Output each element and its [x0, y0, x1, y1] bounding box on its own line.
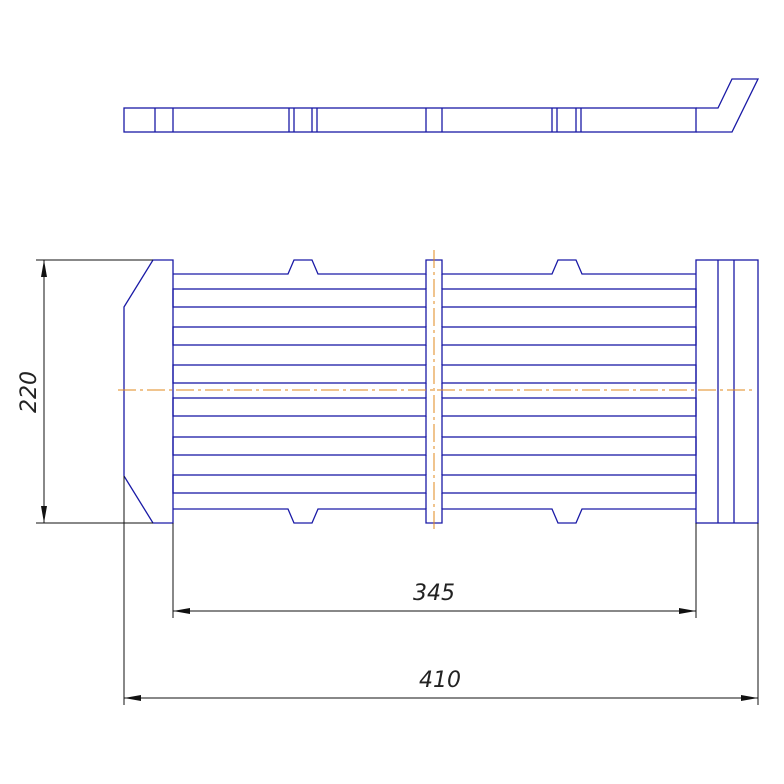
height-dimension: 220: [17, 259, 153, 524]
arrow-head: [679, 608, 696, 614]
overall-width-dimension: 410: [123, 476, 759, 705]
overall-width-dimension-label: 410: [419, 668, 461, 693]
inner-width-dimension: 345: [172, 523, 697, 618]
side-view-bar: [123, 107, 697, 133]
center-rib: [425, 274, 443, 509]
grate-slot: [441, 397, 697, 417]
height-dimension-label: 220: [17, 371, 42, 413]
inner-width-dimension-label: 345: [413, 581, 455, 606]
arrow-head: [124, 695, 141, 701]
grate-slot: [172, 326, 427, 346]
plan-view: [118, 250, 759, 533]
side-view-separators: [154, 108, 582, 132]
grate-slot: [172, 288, 427, 308]
arrow-head: [741, 695, 758, 701]
grate-slot: [441, 288, 697, 308]
left-end-piece: [123, 259, 174, 524]
grate-slot: [441, 436, 697, 456]
side-view: [123, 78, 760, 133]
grate-slot: [172, 364, 427, 384]
right-end-piece: [695, 259, 759, 524]
grate-slots-right: [441, 288, 697, 494]
grate-slot: [441, 474, 697, 494]
arrow-head: [41, 260, 47, 277]
arrow-head: [41, 506, 47, 523]
arrow-head: [173, 608, 190, 614]
grate-slot: [172, 397, 427, 417]
side-view-hook: [696, 78, 760, 133]
grate-slot: [441, 364, 697, 384]
grate-slot: [172, 474, 427, 494]
grate-slot: [172, 436, 427, 456]
grate-slot: [441, 326, 697, 346]
grate-slots-left: [172, 288, 427, 494]
